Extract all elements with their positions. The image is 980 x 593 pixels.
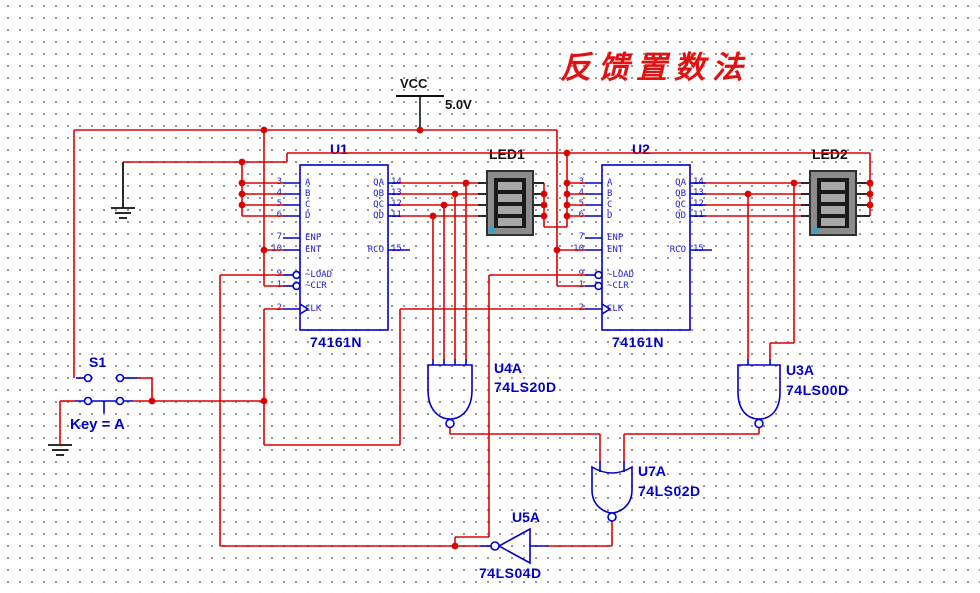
u1-pin-num-3: 3	[276, 177, 282, 187]
s1-ref-label: S1	[89, 354, 107, 370]
u1-pin-name-QC: QC	[373, 200, 384, 210]
u2-pin-name-CLR: ~CLR	[607, 281, 629, 291]
u1-pin-name-ENP: ENP	[305, 233, 322, 243]
gate-output-wires[interactable]	[449, 428, 760, 547]
u2-pin-num-3: 3	[578, 177, 584, 187]
u2-pin-num-15: 15	[693, 244, 704, 254]
u5a-ref-label: U5A	[512, 509, 541, 525]
u2-pin-name-QB: QB	[675, 189, 686, 199]
u1-pin-num-1: 1	[276, 280, 282, 290]
u2-pin-num-5: 5	[578, 199, 584, 209]
u2-pin-num-1: 1	[578, 280, 584, 290]
u2-counter-chip[interactable]	[585, 164, 712, 331]
u2-output-wires[interactable]	[706, 182, 801, 359]
u3a-ref-label: U3A	[786, 362, 815, 378]
u2-pin-num-12: 12	[693, 199, 704, 209]
u1-pin-name-QD: QD	[373, 211, 384, 221]
u2-pin-num-14: 14	[693, 177, 704, 187]
u2-pin-name-QD: QD	[675, 211, 686, 221]
u1-pin-num-6: 6	[276, 210, 282, 220]
u1-pin-num-5: 5	[276, 199, 282, 209]
u2-pin-name-D: D	[607, 211, 613, 221]
u2-pin-num-9: 9	[578, 269, 584, 279]
u1-pin-name-LOAD: ~LOAD	[305, 270, 333, 280]
led1-label: LED1	[489, 146, 525, 162]
u2-pin-name-ENP: ENP	[607, 233, 624, 243]
vcc-net-label: VCC	[400, 76, 428, 91]
u1-pin-name-RCO: RCO	[367, 245, 384, 255]
junction-dots	[148, 126, 874, 550]
u2-pin-name-QC: QC	[675, 200, 686, 210]
u1-pin-name-QB: QB	[373, 189, 384, 199]
u2-pin-name-CLK: CLK	[607, 304, 624, 314]
led2-label: LED2	[812, 146, 848, 162]
feedback-load-net-wires[interactable]	[219, 274, 585, 547]
led2-display[interactable]	[801, 170, 870, 236]
u1-output-wires[interactable]	[400, 182, 478, 359]
u1-pin-num-14: 14	[391, 177, 402, 187]
u1-pin-name-QA: QA	[373, 178, 384, 188]
u2-pin-name-RCO: RCO	[669, 245, 686, 255]
ground-symbol-switch[interactable]	[48, 444, 72, 456]
u1-pin-num-7: 7	[276, 232, 282, 242]
led1-marker-icon	[490, 226, 497, 234]
led1-display[interactable]	[478, 170, 544, 236]
u2-pin-num-6: 6	[578, 210, 584, 220]
u2-pin-num-2: 2	[578, 303, 584, 313]
u1-pin-num-12: 12	[391, 199, 402, 209]
u1-pin-num-10: 10	[271, 244, 282, 254]
u2-pin-name-B: B	[607, 189, 613, 199]
u1-pin-name-A: A	[305, 178, 311, 188]
led2-marker-icon	[813, 226, 820, 234]
u3a-nand2-gate[interactable]	[737, 359, 781, 429]
u5a-inverter-gate[interactable]	[480, 527, 548, 565]
u2-pin-num-10: 10	[573, 244, 584, 254]
u2-part-label: 74161N	[612, 334, 665, 350]
u2-pin-name-ENT: ENT	[607, 245, 624, 255]
u2-pin-name-QA: QA	[675, 178, 686, 188]
u2-pin-name-C: C	[607, 200, 613, 210]
u4a-nand4-gate[interactable]	[427, 359, 473, 429]
u4a-ref-label: U4A	[494, 360, 523, 376]
schematic-title: 反馈置数法	[560, 50, 750, 86]
u1-pin-num-15: 15	[391, 244, 402, 254]
u1-pin-name-C: C	[305, 200, 311, 210]
u1-part-label: 74161N	[310, 334, 363, 350]
u1-pin-num-2: 2	[276, 303, 282, 313]
u1-counter-chip[interactable]	[283, 164, 410, 331]
u1-pin-name-D: D	[305, 211, 311, 221]
u2-pin-num-11: 11	[693, 210, 704, 220]
u1-pin-name-CLK: CLK	[305, 304, 322, 314]
vcc-net-wires[interactable]	[73, 129, 585, 378]
u7a-nor-gate[interactable]	[591, 461, 633, 522]
ground-symbol-top[interactable]	[111, 162, 135, 219]
vcc-voltage-label: 5.0V	[445, 97, 472, 112]
u2-pin-name-A: A	[607, 178, 613, 188]
u2-pin-num-13: 13	[693, 188, 704, 198]
u1-pin-num-13: 13	[391, 188, 402, 198]
u7a-ref-label: U7A	[638, 463, 667, 479]
u2-pin-num-4: 4	[578, 188, 584, 198]
u1-pin-num-4: 4	[276, 188, 282, 198]
u1-pin-num-11: 11	[391, 210, 402, 220]
u1-pin-num-9: 9	[276, 269, 282, 279]
u2-pin-name-LOAD: ~LOAD	[607, 270, 635, 280]
s1-key-label: Key = A	[70, 416, 125, 433]
u4a-part-label: 74LS20D	[494, 379, 557, 395]
u1-pin-name-B: B	[305, 189, 311, 199]
vcc-symbol[interactable]	[396, 95, 444, 130]
u1-pin-name-ENT: ENT	[305, 245, 322, 255]
u3a-part-label: 74LS00D	[786, 382, 849, 398]
u5a-part-label: 74LS04D	[479, 565, 542, 581]
u7a-part-label: 74LS02D	[638, 483, 701, 499]
s1-switch[interactable]	[75, 373, 138, 414]
switch-ground-wire[interactable]	[59, 400, 75, 445]
u2-pin-num-7: 7	[578, 232, 584, 242]
u1-pin-name-CLR: ~CLR	[305, 281, 327, 291]
